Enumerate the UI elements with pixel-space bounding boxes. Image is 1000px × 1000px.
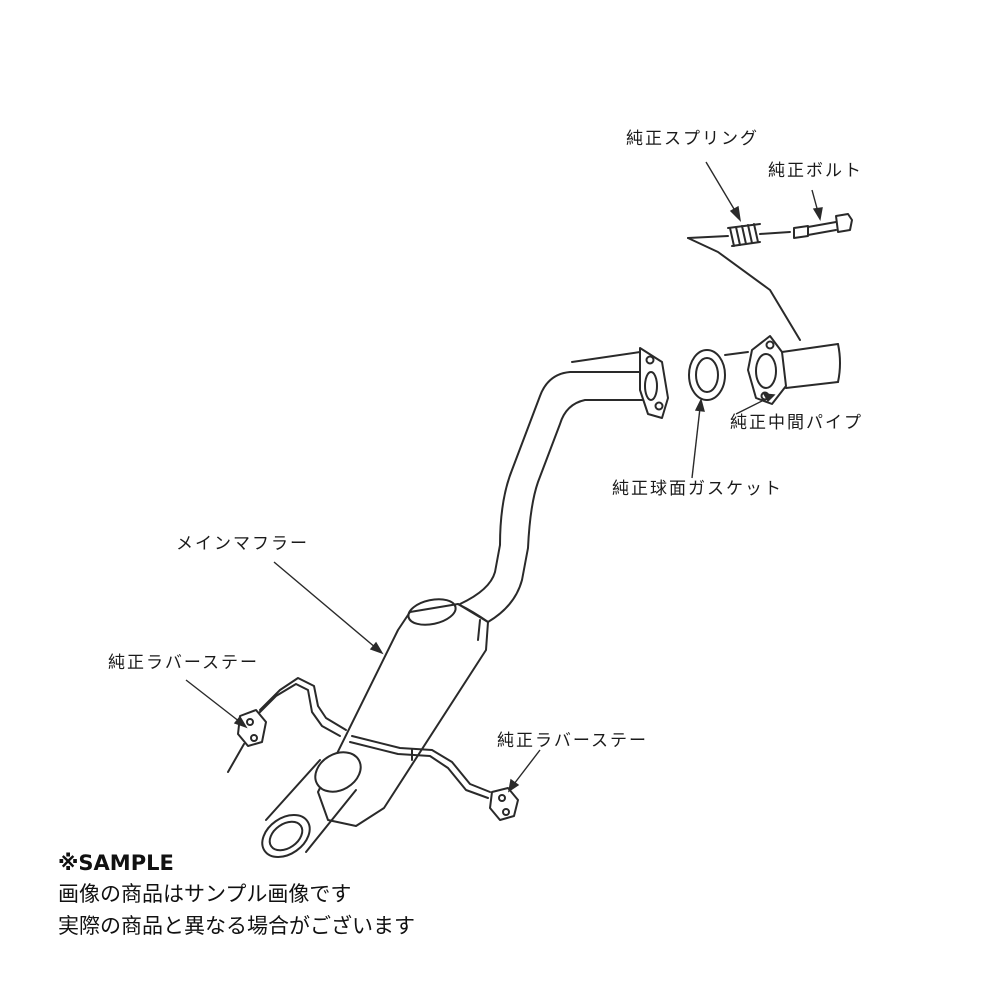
spring-coil bbox=[687, 223, 791, 247]
notice-title: ※SAMPLE bbox=[58, 851, 174, 875]
leader-bolt bbox=[811, 189, 823, 221]
right-hanger-rod bbox=[349, 735, 491, 799]
assembly-guide-line bbox=[687, 237, 801, 341]
main-muffler bbox=[314, 598, 489, 827]
front-flange bbox=[639, 347, 669, 419]
notice-line-1: 画像の商品はサンプル画像です bbox=[58, 882, 352, 906]
label-mid-pipe: 純正中間パイプ bbox=[730, 413, 863, 433]
label-spring: 純正スプリング bbox=[626, 129, 759, 149]
leader-main-muffler bbox=[273, 561, 384, 655]
notice-line-2: 実際の商品と異なる場合がございます bbox=[58, 914, 415, 938]
leader-left-stay bbox=[185, 679, 248, 729]
leader-right-stay bbox=[508, 749, 541, 793]
left-hanger-rod bbox=[255, 677, 347, 737]
leader-spring bbox=[705, 161, 742, 223]
left-rubber-stay bbox=[227, 709, 267, 773]
label-rubber-stay-right: 純正ラバーステー bbox=[497, 731, 648, 751]
right-rubber-stay bbox=[489, 787, 519, 821]
label-rubber-stay-left: 純正ラバーステー bbox=[108, 653, 259, 673]
bolt bbox=[793, 213, 853, 239]
mid-pipe bbox=[571, 343, 841, 389]
main-pipe bbox=[459, 371, 653, 623]
label-main-muffler: メインマフラー bbox=[176, 534, 309, 554]
label-bolt: 純正ボルト bbox=[768, 161, 863, 181]
leader-mid-pipe bbox=[735, 393, 776, 415]
tail-pipe bbox=[261, 759, 357, 858]
leader-gasket bbox=[691, 398, 705, 479]
label-gasket: 純正球面ガスケット bbox=[612, 479, 783, 499]
gasket-ring bbox=[688, 349, 726, 401]
